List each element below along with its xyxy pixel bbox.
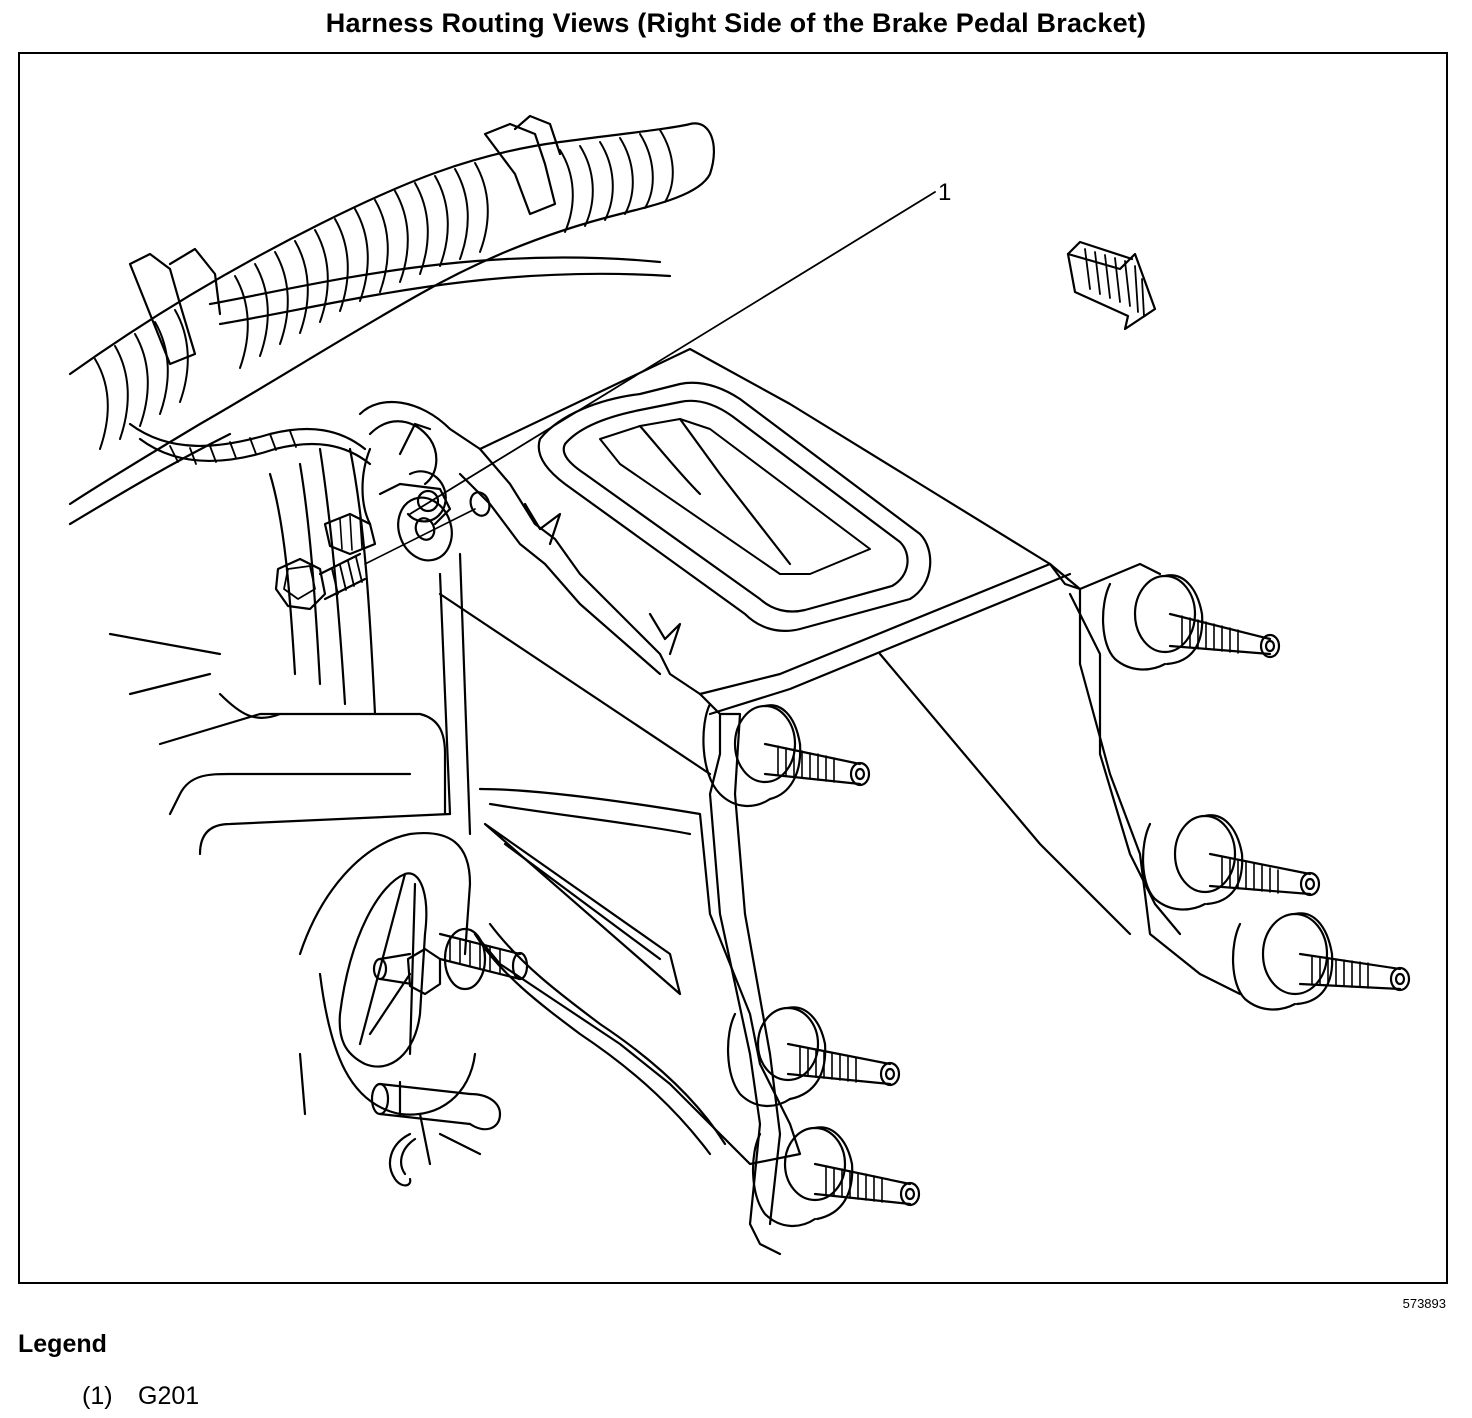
callout-1: 1 [409, 179, 951, 515]
legend-item-number: (1) [82, 1382, 113, 1410]
legend-item-text: G201 [138, 1382, 200, 1410]
legend-item: (1) G201 [82, 1382, 199, 1411]
forward-direction-arrow [1066, 240, 1157, 331]
wire-harness [68, 114, 715, 526]
diagram-frame: 1 [18, 52, 1448, 1284]
brake-pedal-bracket [358, 347, 1242, 1256]
pedal-pivot-assembly [298, 832, 502, 1187]
legend-title: Legend [18, 1330, 107, 1358]
figure-id: 573893 [1402, 1296, 1446, 1311]
harness-illustration: 1 [68, 114, 1411, 1256]
mounting-studs [438, 574, 1411, 1227]
dash-structure [108, 447, 472, 856]
diagram-title: Harness Routing Views (Right Side of the… [325, 8, 1147, 38]
ground-bolt-g201 [274, 482, 491, 611]
callout-label-1: 1 [938, 179, 951, 206]
